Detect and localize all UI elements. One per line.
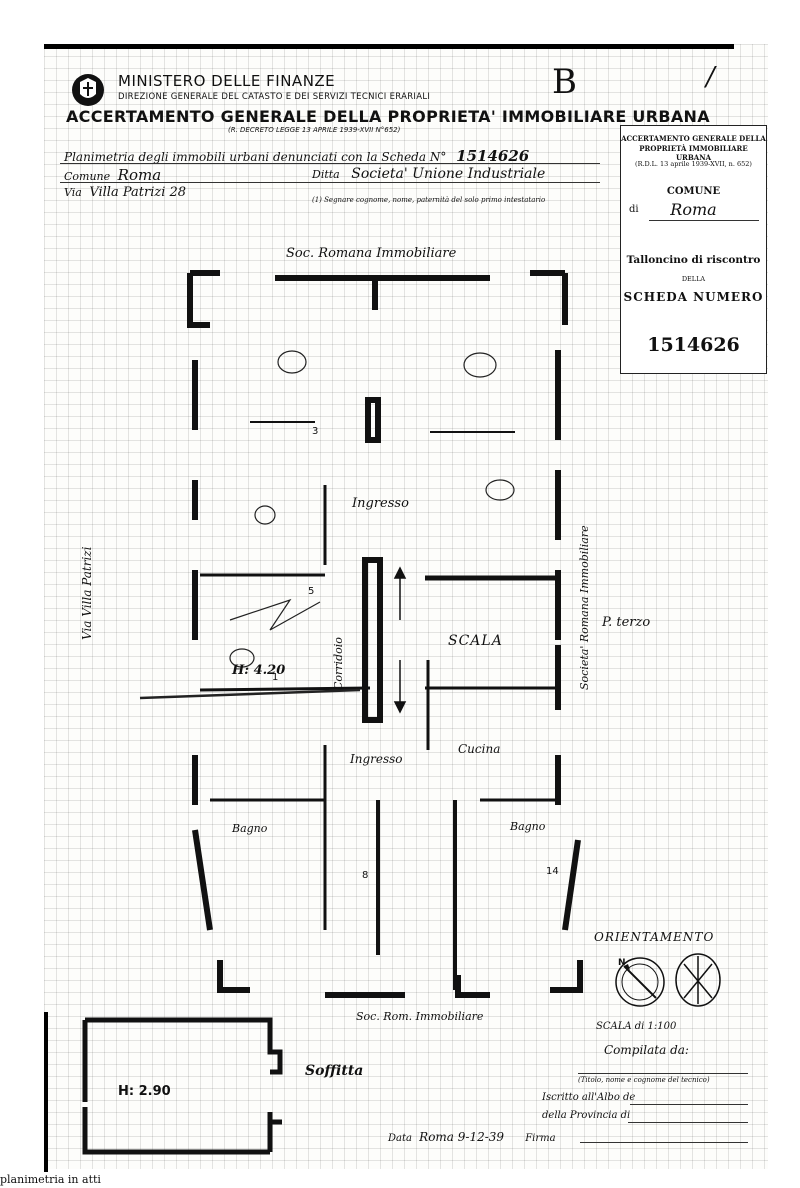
left-street-label: Via Villa Patrizi [80,546,94,640]
wall [530,270,568,325]
comune-value: Roma [117,166,162,184]
stamp-line-2: PROPRIETÀ IMMOBILIARE URBANA [639,144,748,162]
height-main: H: 4.20 [232,663,286,678]
plan-number: 14 [546,866,559,877]
via-label: Via [64,186,82,199]
soffitta-wall [85,1017,283,1075]
plan-number: 1 [272,672,279,683]
via-row: Via Villa Patrizi 28 [64,185,186,200]
wall [365,397,381,443]
plan-number: 5 [308,586,315,597]
right-neighbor-label: Societa' Romana Immobiliare [578,525,591,690]
planimetria-rule [60,163,600,164]
ditta-note: (1) Segnare cognome, nome, paternità del… [312,196,546,204]
top-border [44,44,734,49]
handwritten-tick: / [706,62,715,92]
scheda-number: 1514626 [456,147,530,165]
soffitta-wall [82,1020,270,1155]
soffitta-plan [82,1017,283,1155]
compass-icon [615,953,721,1007]
planimetria-label: Planimetria degli immobili urbani denunc… [64,147,530,165]
wall [455,975,490,998]
comune-row: Comune Roma [64,166,161,184]
orientamento-label: ORIENTAMENTO [594,930,715,944]
firma-rule [580,1142,748,1143]
room-label-ingresso-bottom: Ingresso [350,752,403,766]
stamp-scheda-label: SCHEDA NUMERO [623,290,764,304]
data-label: Data [388,1133,412,1144]
provincia-label: della Provincia di [542,1110,631,1121]
compilata-label: Compilata da: [604,1043,689,1057]
scribble-circle [277,350,307,374]
ditta-row: Ditta Societa' Unione Industriale [312,166,545,182]
room-label-cucina: Cucina [458,742,501,756]
room-label-bagno-right: Bagno [510,820,546,833]
plan-number: 3 [312,426,319,437]
floor-label: P. terzo [602,615,651,630]
caption: planimetria in atti [0,1173,101,1186]
soffitta-wall [267,1112,282,1152]
bottom-neighbor-label: Soc. Rom. Immobiliare [356,1010,484,1023]
stair-arrow-down [393,701,407,714]
state-emblem-icon [72,74,104,106]
left-border [44,1012,48,1172]
stamp-comune-value: Roma [670,200,717,219]
data-value: Roma 9-12-39 [419,1130,505,1144]
wall [187,273,210,328]
comune-rule [60,182,600,183]
top-neighbor-label: Soc. Romana Immobiliare [286,246,457,261]
comune-label: Comune [64,170,111,183]
stamp-line-1: ACCERTAMENTO GENERALE DELLA [621,134,766,143]
soffitta-height: H: 2.90 [118,1084,171,1099]
stamp-di: di [629,204,639,215]
direzione-name: DIREZIONE GENERALE DEL CATASTO E DEI SER… [118,92,431,102]
scheda-stamp: ACCERTAMENTO GENERALE DELLA PROPRIETÀ IM… [620,125,767,374]
stamp-rule [649,220,759,221]
stamp-della: DELLA [681,275,706,283]
room-label-ingresso-top: Ingresso [352,496,409,511]
via-value: Villa Patrizi 28 [89,185,187,200]
soffitta-label: Soffitta [305,1063,364,1079]
stamp-decree: (R.D.L. 13 aprile 1939-XVII, n. 652) [635,160,752,168]
scribble-circle [485,479,515,501]
ditta-label: Ditta [312,168,340,181]
stair-wall [362,557,383,723]
document-title: ACCERTAMENTO GENERALE DELLA PROPRIETA' I… [66,107,710,126]
partition [199,686,371,692]
north-label: N [618,958,626,968]
wall [217,960,250,993]
ditta-value: Societa' Unione Industriale [351,166,546,182]
stamp-number: 1514626 [647,334,740,356]
titolo-note: (Titolo, nome e cognome del tecnico) [578,1076,710,1084]
decree-reference: (R. DECRETO LEGGE 13 APRILE 1939-XVII N°… [228,126,401,134]
room-label-scala: SCALA [448,633,503,649]
room-label-bagno-left: Bagno [232,822,268,835]
iscritto-rule [630,1104,748,1105]
floor-plan [139,270,583,998]
data-row: Data Roma 9-12-39 Firma [388,1130,556,1144]
scribble [229,598,321,631]
scribble-circle [254,505,276,525]
handwritten-mark-b: B [552,62,577,102]
wall [550,960,583,993]
ministry-name: MINISTERO DELLE FINANZE [118,72,336,90]
scribble-circle [229,648,255,668]
plan-number: 8 [362,870,369,881]
wall [192,829,213,931]
stamp-talloncino: Talloncino di riscontro [626,254,761,266]
provincia-rule [628,1122,748,1123]
iscritto-label: Iscritto all'Albo de [542,1092,636,1103]
scale-label: SCALA di 1:100 [596,1021,677,1032]
stair-arrow-up [393,566,407,579]
stamp-comune: COMUNE [666,186,721,197]
scribble-circle [463,352,497,378]
room-label-corridoio: Corridoio [332,637,345,690]
wall [562,839,581,931]
compilata-rule [578,1073,748,1074]
scribble [139,688,361,700]
firma-label: Firma [525,1133,556,1144]
